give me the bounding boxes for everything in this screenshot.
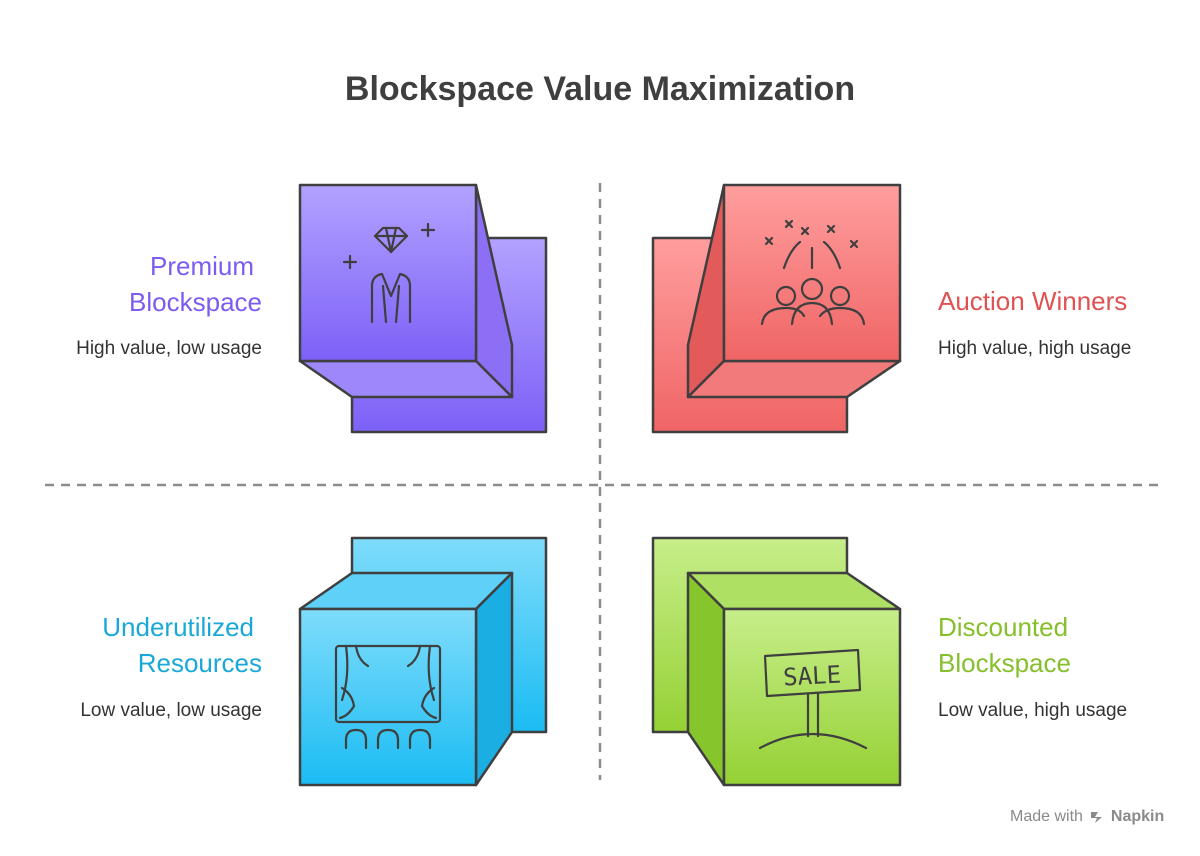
page-title: Blockspace Value Maximization [344,70,856,108]
auction-winners-label: Auction Winners [938,286,1128,316]
underutilized-resources-shape [298,536,548,787]
diamond-person-icon [342,222,436,324]
premium-blockspace-label: Premium Blockspace [40,248,262,320]
label-line: Premium [149,251,254,281]
auction-winners-shape [651,183,902,434]
sale-sign-text: SALE [783,661,842,692]
napkin-logo-icon [1090,812,1102,823]
label-line: Blockspace [129,287,262,317]
sale-sign-icon [758,648,868,750]
premium-blockspace-description: High value, low usage [76,338,262,359]
underutilized-resources-description: Low value, low usage [80,700,262,721]
premium-blockspace-shape [298,183,548,434]
theater-stage-icon [334,644,442,750]
discounted-blockspace-shape [651,536,902,787]
label-line: Resources [137,648,262,678]
underutilized-resources-label: Underutilized Resources [40,609,262,681]
discounted-blockspace-label: Discounted Blockspace [938,609,1071,681]
discounted-blockspace-description: Low value, high usage [938,700,1128,721]
label-line: Discounted [938,612,1069,642]
label-line: Underutilized [102,612,254,642]
footer-attribution[interactable]: Made with Napkin [1010,808,1164,826]
celebrating-group-icon [760,219,866,326]
auction-winners-description: High value, high usage [938,338,1132,359]
footer-brand: Napkin [1110,808,1165,825]
footer-prefix: Made with [1010,808,1083,825]
label-line: Blockspace [938,648,1071,678]
